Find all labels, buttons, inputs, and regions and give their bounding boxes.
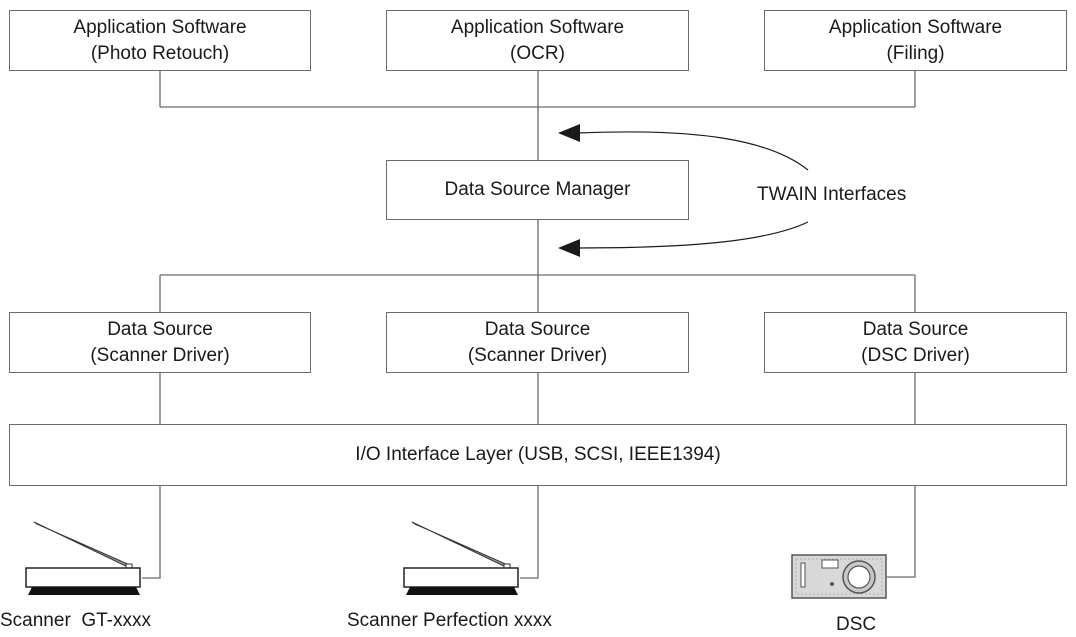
twain-arrow-curve — [577, 221, 809, 249]
source-subtitle: (Scanner Driver) — [467, 344, 608, 366]
app-box-photo-retouch: Application Software (Photo Retouch) — [9, 10, 311, 71]
data-source-manager-box: Data Source Manager — [386, 160, 689, 220]
app-box-filing: Application Software (Filing) — [764, 10, 1067, 71]
arrowhead-icon — [558, 124, 580, 142]
source-title: Data Source — [484, 318, 591, 340]
source-title: Data Source — [862, 318, 969, 340]
device-label-scanner-perfection: Scanner Perfection xxxx — [347, 610, 552, 631]
app-subtitle: (Filing) — [886, 42, 945, 64]
source-subtitle: (Scanner Driver) — [90, 344, 230, 366]
app-box-ocr: Application Software (OCR) — [386, 10, 689, 71]
app-subtitle: (Photo Retouch) — [90, 42, 230, 64]
io-interface-layer-box: I/O Interface Layer (USB, SCSI, IEEE1394… — [9, 424, 1067, 486]
data-source-box-scanner-2: Data Source (Scanner Driver) — [386, 312, 689, 373]
device-label-dsc: DSC — [836, 614, 877, 635]
app-title: Application Software — [450, 16, 625, 38]
io-interface-label: I/O Interface Layer (USB, SCSI, IEEE1394… — [355, 444, 721, 465]
twain-interfaces-label: TWAIN Interfaces — [757, 184, 907, 205]
arrowhead-icon — [558, 239, 580, 257]
connector-line — [142, 485, 161, 579]
app-subtitle: (OCR) — [510, 42, 565, 64]
data-source-manager-label: Data Source Manager — [444, 179, 631, 200]
device-label-scanner-gt: Scanner GT-xxxx — [0, 610, 151, 631]
data-source-box-dsc: Data Source (DSC Driver) — [764, 312, 1067, 373]
app-title: Application Software — [828, 16, 1003, 38]
flatbed-scanner-icon — [25, 521, 141, 595]
flatbed-scanner-icon — [403, 521, 519, 595]
connector-line — [520, 485, 539, 579]
source-title: Data Source — [107, 318, 213, 340]
connector-line — [887, 485, 916, 578]
app-title: Application Software — [73, 16, 247, 38]
digital-camera-icon — [791, 554, 887, 599]
source-subtitle: (DSC Driver) — [861, 344, 970, 366]
data-source-box-scanner-1: Data Source (Scanner Driver) — [9, 312, 311, 373]
twain-arrow-curve — [577, 131, 809, 171]
